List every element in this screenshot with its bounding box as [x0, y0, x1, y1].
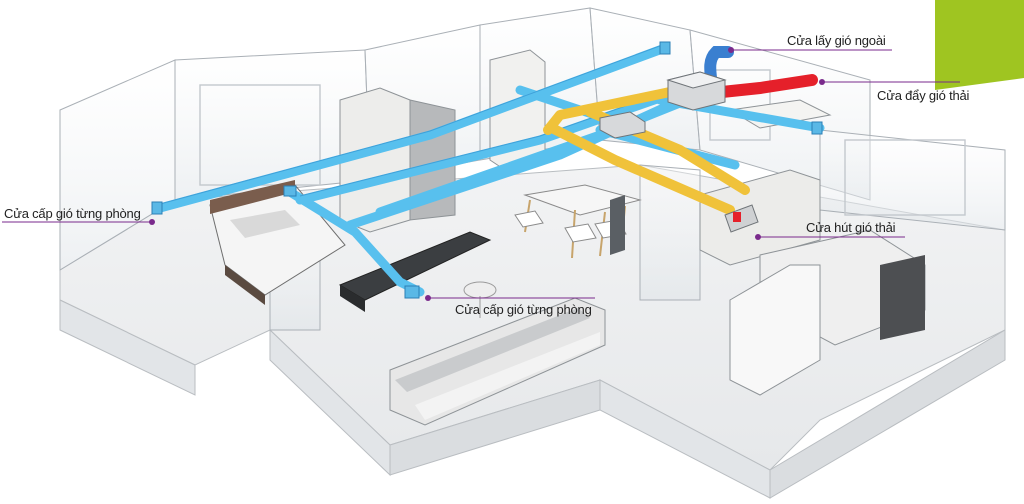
callout-leaders [2, 49, 960, 299]
label-exhaust-outlet: Cửa đẩy gió thải [877, 88, 970, 103]
bed-icon [209, 180, 346, 305]
label-outdoor-air-intake: Cửa lấy gió ngoài [787, 33, 886, 48]
exhaust-grille [724, 204, 759, 233]
supply-diffusers [151, 41, 823, 299]
heat-recovery-ventilator-unit [599, 71, 727, 139]
coffee-table [463, 281, 497, 318]
sofa-icon [389, 297, 606, 426]
label-room-supply-left: Cửa cấp gió từng phòng [4, 206, 141, 221]
dining-table-icon [514, 184, 642, 259]
label-room-supply-center: Cửa cấp gió từng phòng [455, 302, 592, 317]
label-exhaust-return: Cửa hút gió thải [806, 220, 896, 235]
bed-right [729, 229, 926, 396]
kitchen-counter [699, 99, 832, 266]
corner-accent [935, 0, 1024, 90]
exhaust-duct [716, 74, 818, 98]
callout-dots [149, 47, 825, 301]
tv-console [338, 231, 492, 312]
